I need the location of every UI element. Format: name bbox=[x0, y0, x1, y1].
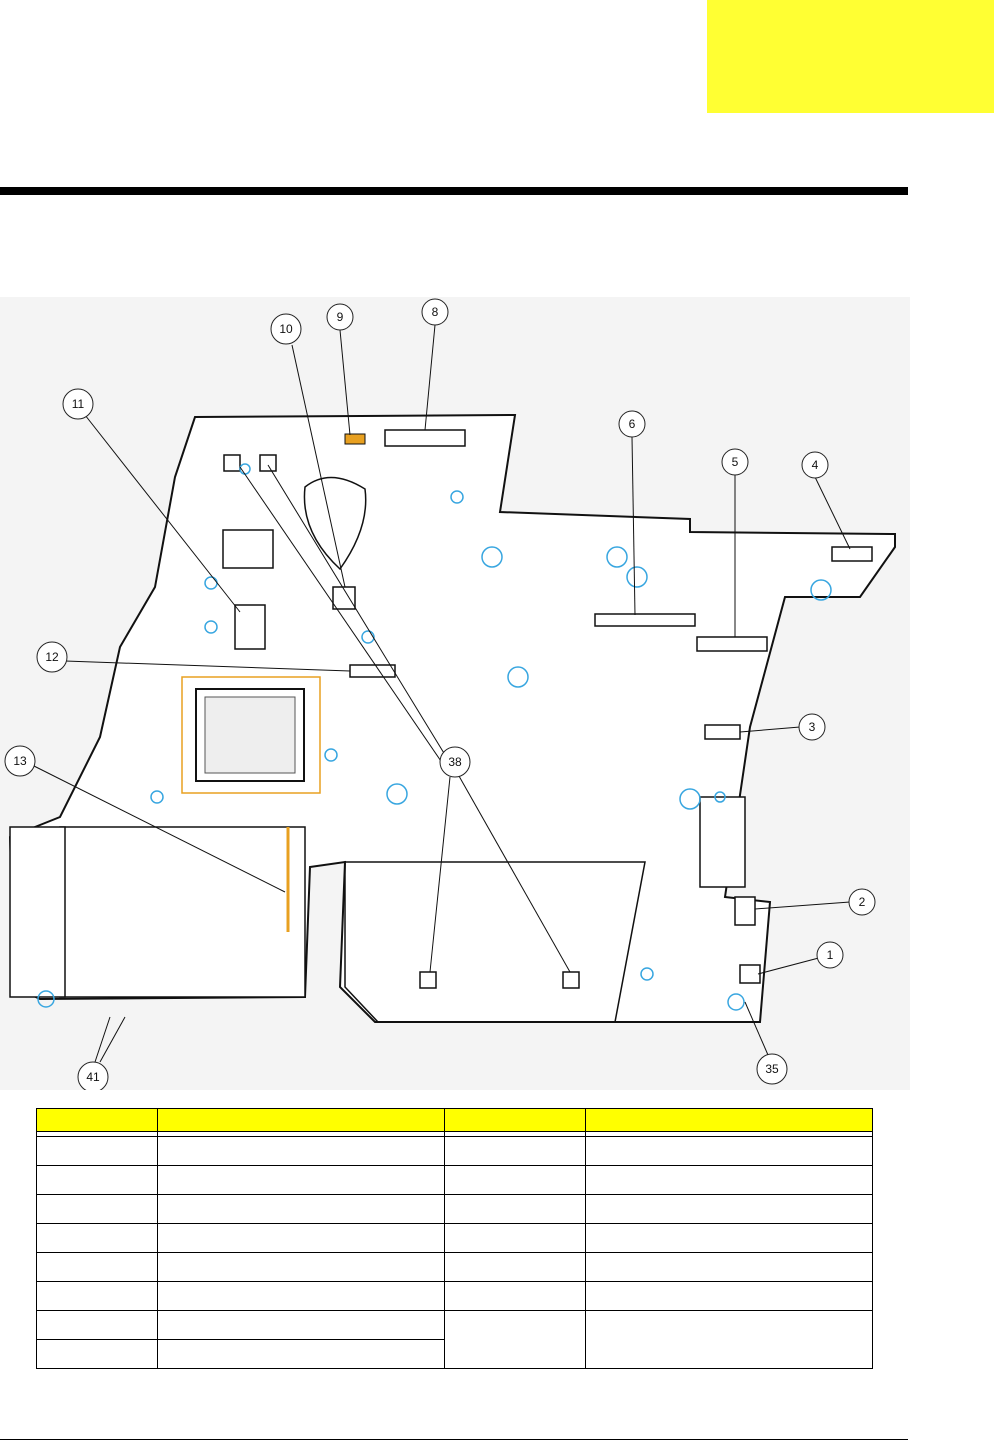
callout-11: 11 bbox=[72, 397, 85, 411]
chapter-tab bbox=[707, 0, 994, 113]
header-cell bbox=[36, 1108, 158, 1132]
table-row bbox=[36, 1194, 873, 1224]
table-row bbox=[36, 1165, 873, 1195]
callout-9: 9 bbox=[337, 310, 344, 324]
table-header-row bbox=[36, 1108, 873, 1132]
callout-13: 13 bbox=[13, 754, 27, 768]
callout-4: 4 bbox=[812, 458, 819, 472]
mainboard-diagram: 1 2 3 4 5 6 8 9 10 11 12 13 35 bbox=[0, 297, 910, 1090]
table-row bbox=[36, 1339, 873, 1369]
callout-3: 3 bbox=[809, 720, 816, 734]
callout-5: 5 bbox=[732, 455, 739, 469]
callout-41: 41 bbox=[86, 1070, 100, 1084]
callout-38: 38 bbox=[448, 755, 462, 769]
table-row bbox=[36, 1252, 873, 1282]
header-cell bbox=[444, 1108, 586, 1132]
callout-6: 6 bbox=[629, 417, 636, 431]
title-rule bbox=[0, 187, 908, 195]
callout-10: 10 bbox=[279, 322, 293, 336]
callout-12: 12 bbox=[45, 650, 59, 664]
callout-1: 1 bbox=[827, 948, 834, 962]
callout-35: 35 bbox=[765, 1062, 779, 1076]
table-row bbox=[36, 1310, 873, 1369]
parts-table bbox=[36, 1108, 873, 1369]
table-row bbox=[36, 1223, 873, 1253]
table-row bbox=[36, 1281, 873, 1311]
table-row bbox=[36, 1136, 873, 1166]
callout-2: 2 bbox=[859, 895, 866, 909]
header-cell bbox=[157, 1108, 445, 1132]
header-cell bbox=[585, 1108, 873, 1132]
footer-rule bbox=[0, 1439, 908, 1440]
callout-8: 8 bbox=[432, 305, 439, 319]
